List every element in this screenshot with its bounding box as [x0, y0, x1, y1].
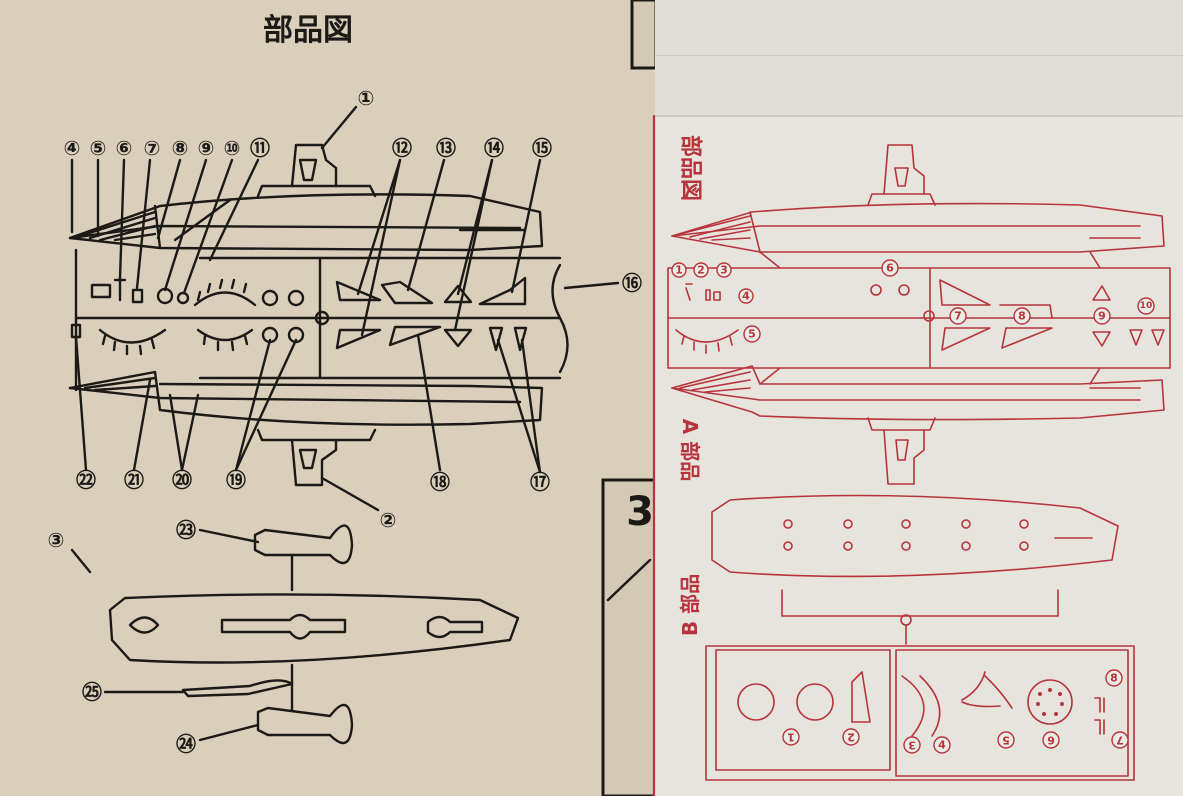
callout-9: ⑨: [198, 136, 215, 160]
runner-a-upper-hull: [671, 144, 1165, 253]
callout-22: ㉒: [76, 468, 96, 492]
runner-a-callout-8: 8: [1018, 310, 1026, 323]
panel-number: 3: [626, 489, 654, 535]
runner-b-callout-6: 6: [1047, 734, 1055, 747]
callout-20: ⑳: [172, 468, 192, 492]
runner-b-callout-1: 1: [787, 731, 795, 744]
callout-17: ⑰: [530, 470, 550, 494]
runner-b-callout-8: 8: [1110, 672, 1118, 685]
callout-3: ③: [48, 528, 65, 552]
callout-21: ㉑: [124, 468, 144, 492]
right-sheet: 部品図 A 部品 B 部品: [652, 0, 1183, 796]
runner-a-callout-10: 10: [1140, 301, 1153, 311]
runner-a-callout-2: 2: [697, 264, 705, 277]
callout-18: ⑱: [430, 470, 450, 494]
runner-a-callout-5: 5: [748, 328, 756, 341]
callout-23: ㉓: [176, 518, 196, 542]
callout-1: ①: [358, 86, 375, 110]
runner-b-frame: [705, 589, 1135, 781]
callout-2: ②: [380, 508, 397, 532]
runner-a-label: A 部品: [678, 419, 702, 481]
runner-a-frame: [667, 251, 1171, 385]
runner-a-lower-hull: [671, 365, 1165, 485]
runner-a-callout-4: 4: [742, 290, 750, 303]
callout-19: ⑲: [226, 468, 246, 492]
lower-hull-half: [68, 370, 544, 487]
runner-a-callout-6: 6: [886, 262, 894, 275]
runner-b-callout-4: 4: [938, 739, 946, 752]
left-sheet: 3 部品図: [47, 0, 658, 796]
runner-b-callouts: 1 2 3 4 5 6 7 8: [782, 669, 1129, 754]
callout-7: ⑦: [144, 136, 161, 160]
runner-b-callout-7: 7: [1116, 734, 1124, 747]
runner-a-callout-9: 9: [1098, 310, 1106, 323]
right-sheet-title: 部品図: [678, 135, 704, 201]
left-sheet-title: 部品図: [263, 13, 353, 48]
callout-11: ⑪: [250, 136, 270, 160]
leader-lines: [70, 105, 620, 742]
runner-a-callout-3: 3: [720, 264, 728, 277]
runner-b-callout-2: 2: [847, 731, 855, 744]
runner-b-callout-5: 5: [1002, 734, 1010, 747]
callout-4: ④: [64, 136, 81, 160]
bottom-parts: [108, 524, 520, 745]
callout-25: ㉕: [82, 680, 102, 704]
callout-5: ⑤: [90, 136, 107, 160]
runner-a-callout-7: 7: [954, 310, 962, 323]
runner-b-label: B 部品: [678, 574, 702, 636]
callout-16: ⑯: [622, 271, 642, 295]
callout-6: ⑥: [116, 136, 133, 160]
callout-13: ⑬: [436, 136, 456, 160]
callout-12: ⑫: [392, 136, 412, 160]
callout-14: ⑭: [484, 136, 504, 160]
left-callouts: ① ② ③ ④ ⑤ ⑥ ⑦ ⑧ ⑨ ⑩ ⑪ ⑫ ⑬ ⑭ ⑮ ⑯ ⑰ ⑱ ⑲ ⑳ …: [48, 86, 642, 756]
runner-a-callouts: 1 2 3 4 5 6 7 8 9 10: [671, 259, 1155, 343]
runner-a-callout-1: 1: [675, 264, 683, 277]
runner-b-deck: [711, 494, 1119, 578]
runner-b-callout-3: 3: [908, 739, 916, 752]
callout-8: ⑧: [172, 136, 189, 160]
callout-24: ㉔: [176, 732, 196, 756]
callout-15: ⑮: [532, 136, 552, 160]
callout-10: ⑩: [224, 136, 241, 160]
